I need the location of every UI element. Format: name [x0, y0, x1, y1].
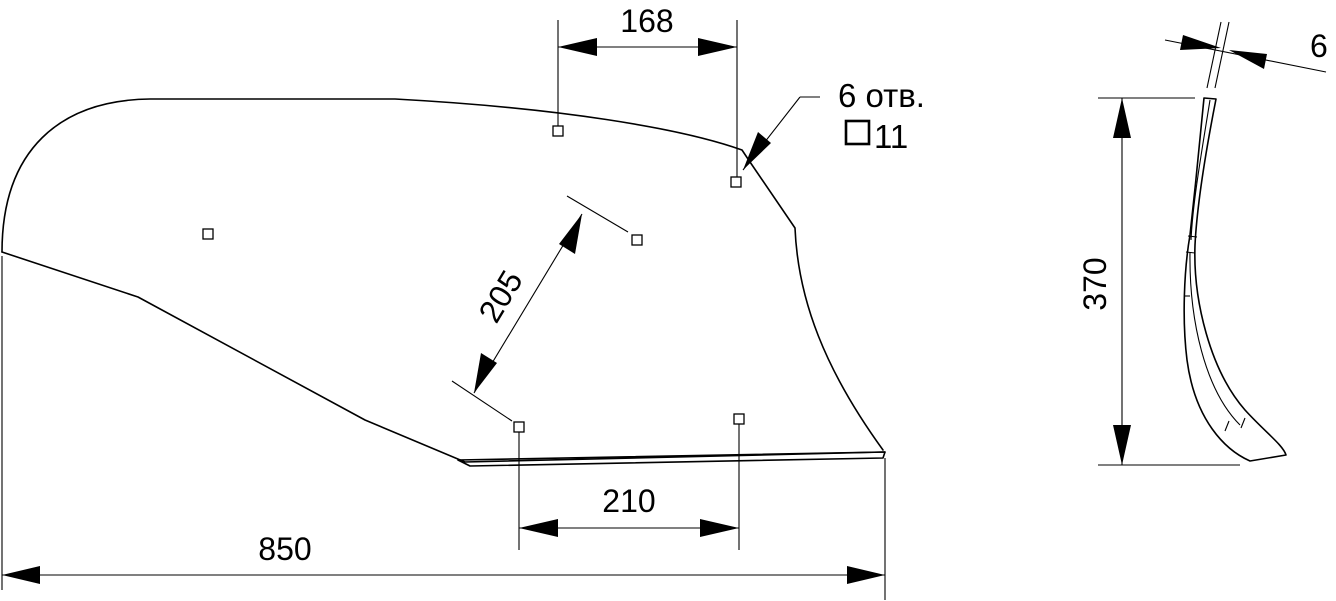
mounting-holes [202, 125, 745, 433]
arrow-850-right [847, 566, 885, 584]
arrow-168-left [558, 38, 597, 56]
hole-note: 6 отв. 11 [742, 77, 925, 171]
hole-3 [730, 176, 742, 188]
arrow-6-left [1180, 35, 1221, 50]
dimension-370: 370 [1077, 97, 1240, 466]
arrow-210-left [519, 519, 558, 537]
share-bottom-edge [1, 251, 886, 463]
hole-4 [631, 234, 643, 246]
dimension-168: 168 [557, 3, 738, 177]
note-leader-arrow [743, 132, 771, 170]
side-profile-inner [1190, 99, 1211, 241]
dimension-210-label: 210 [602, 483, 655, 519]
hole-size-label: 11 [874, 118, 908, 155]
arrow-205-bottom [474, 353, 497, 393]
hole-6 [733, 413, 745, 425]
hole-5 [513, 421, 525, 433]
arrow-370-bottom [1113, 425, 1131, 465]
dimension-850: 850 [1, 256, 886, 600]
dimension-850-label: 850 [258, 531, 311, 567]
share-top-curve [1, 98, 884, 451]
dimension-6-label: 6 [1310, 28, 1328, 64]
dimension-168-label: 168 [620, 3, 673, 39]
dimension-370-label: 370 [1077, 257, 1113, 310]
share-cutting-edge [457, 451, 886, 467]
arrow-850-left [2, 566, 40, 584]
hole-count-label: 6 отв. [838, 77, 925, 114]
arrow-6-right [1229, 50, 1267, 69]
hole-2 [552, 125, 564, 137]
arrow-210-right [700, 519, 739, 537]
side-view [1183, 97, 1287, 462]
side-profile-outer [1183, 97, 1287, 462]
dimension-205-label: 205 [471, 264, 529, 328]
dimension-210: 210 [518, 424, 740, 550]
share-outline [1, 98, 886, 467]
hole-1 [202, 228, 214, 240]
dimension-205: 205 [451, 195, 629, 422]
arrow-205-top [559, 214, 582, 254]
arrow-168-right [698, 38, 737, 56]
square-hole-icon [844, 119, 871, 146]
arrow-370-top [1113, 98, 1131, 138]
dimension-6: 6 [1164, 21, 1328, 89]
